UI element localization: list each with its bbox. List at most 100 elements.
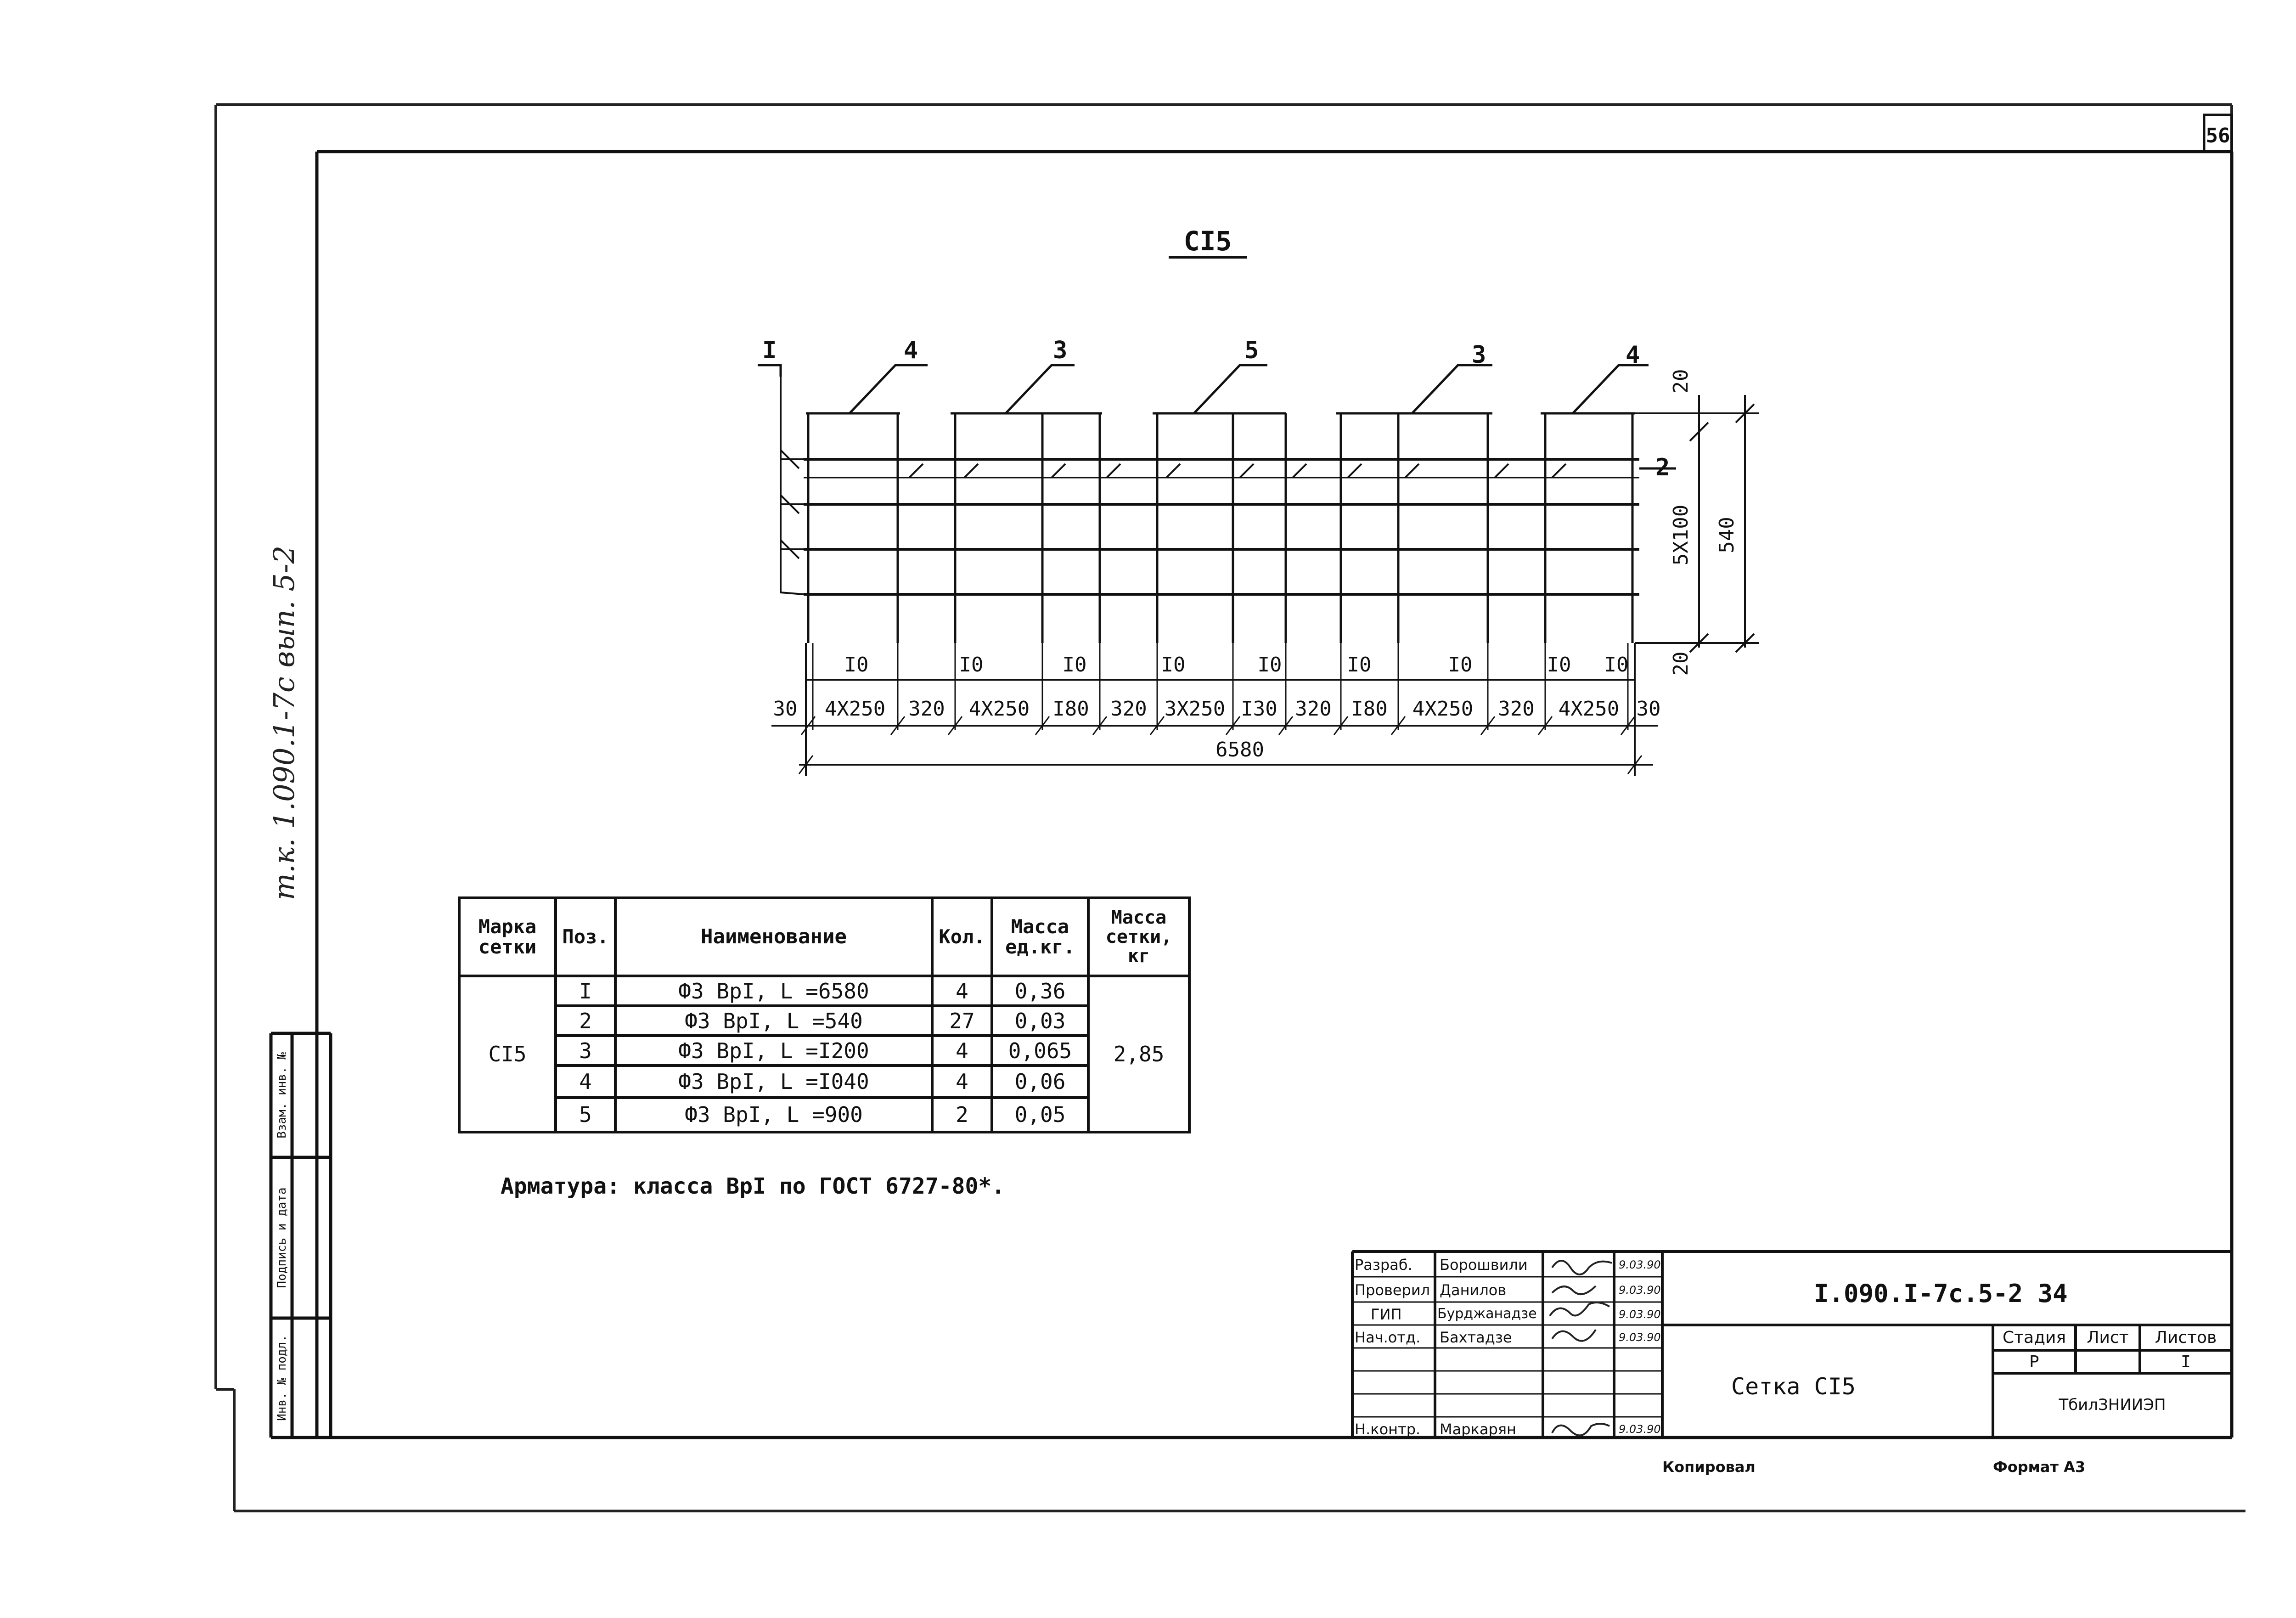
dim-text: I80 [1052, 697, 1089, 721]
format-label: Формат А3 [1993, 1458, 2086, 1476]
row-pos: I [579, 978, 592, 1003]
sheet-value [2077, 1352, 2138, 1372]
i10-label: I0 [959, 653, 984, 677]
side-dimension-lines [1635, 395, 1759, 653]
row-qty: 27 [949, 1008, 975, 1033]
stage-value: Р [2029, 1352, 2039, 1371]
dim-text: 30 [1637, 697, 1661, 721]
stamp-label-inv: Инв. № подл. [275, 1335, 289, 1421]
callout-6: 4 [1626, 341, 1640, 369]
title-block-rows [1352, 1276, 1662, 1418]
row-mass: 0,05 [1014, 1102, 1066, 1128]
row-mass: 0,36 [1014, 978, 1066, 1003]
i10-label: I0 [844, 653, 869, 677]
sheet-name: Сетка СI5 [1731, 1373, 1856, 1400]
dim-text: 4Х250 [969, 697, 1030, 721]
dim-text: 320 [1110, 697, 1147, 721]
row-mass: 0,065 [1008, 1038, 1072, 1063]
dim-text: 4Х250 [1412, 697, 1473, 721]
callout-2: 4 [904, 337, 918, 364]
outer-frame [214, 103, 2245, 1512]
row-qty: 4 [956, 1069, 968, 1094]
i10-label: I0 [1347, 653, 1372, 677]
callout-5: 3 [1472, 341, 1486, 369]
tb-role: ГИП [1371, 1306, 1402, 1323]
callout-7: 2 [1655, 454, 1670, 481]
tb-role: Разраб. [1355, 1256, 1412, 1274]
sheets-value: I [2181, 1352, 2191, 1371]
row-name: Ф3 ВрI, L =I040 [678, 1069, 869, 1094]
side-dim-middle: 5Х100 [1669, 505, 1693, 565]
row-mass: 0,06 [1014, 1069, 1066, 1094]
reinforcement-note: Арматура: класса ВрI по ГОСТ 6727-80*. [501, 1173, 1005, 1199]
row-name: Ф3 ВрI, L =540 [685, 1008, 863, 1033]
tb-date: 9.03.90 [1619, 1423, 1661, 1436]
i10-label: I0 [1448, 653, 1473, 677]
inner-frame [269, 150, 2234, 1439]
tb-role: Проверил [1355, 1281, 1430, 1299]
callout-3: 3 [1053, 337, 1067, 364]
side-dim-bottom: 20 [1669, 652, 1693, 676]
tb-date: 9.03.90 [1619, 1284, 1661, 1297]
row-qty: 4 [956, 978, 968, 1003]
signatures [1549, 1260, 1612, 1437]
dim-text: 4Х250 [1559, 697, 1619, 721]
dim-text: I30 [1241, 697, 1277, 721]
row-pos: 3 [579, 1038, 592, 1063]
stamp-label-sign: Подпись и дата [275, 1187, 289, 1288]
i10-label: I0 [1063, 653, 1087, 677]
side-dim-total: 540 [1715, 517, 1739, 553]
callout-leaders [758, 364, 1676, 470]
tb-date: 9.03.90 [1619, 1331, 1661, 1344]
longitudinal-bars [804, 458, 1639, 596]
row-qty: 4 [956, 1038, 968, 1063]
header-qty: Кол. [939, 925, 985, 948]
i10-label: I0 [1604, 653, 1629, 677]
spec-table-grid [458, 896, 1191, 1133]
i10-label: I0 [1161, 653, 1186, 677]
tb-role: Н.контр. [1355, 1421, 1421, 1438]
tb-name: Бурджанадзе [1437, 1306, 1537, 1322]
i10-label: I0 [1258, 653, 1282, 677]
row-pos: 4 [579, 1069, 592, 1094]
tb-name: Данилов [1440, 1281, 1507, 1299]
overall-length: 6580 [1216, 738, 1264, 761]
copied-label: Копировал [1662, 1458, 1756, 1476]
organization: ТбилЗНИИЭП [2059, 1396, 2166, 1415]
stamp-label-replace: Взам. инв. № [275, 1052, 289, 1139]
callout-1: I [762, 337, 777, 364]
header-unit-mass: Масса ед.кг. [1005, 915, 1075, 958]
side-code: т.к. 1.090.1-7с вып. 5-2 [267, 546, 301, 900]
row-pos: 2 [579, 1008, 592, 1033]
title-block-grid [1351, 1250, 2233, 1438]
header-mark: Марка сетки [478, 915, 537, 958]
i10-label: I0 [1547, 653, 1571, 677]
header-pos: Поз. [562, 925, 609, 948]
sheets-label: Листов [2155, 1328, 2217, 1347]
side-dim-top: 20 [1669, 369, 1693, 394]
bottom-dimension-lines [771, 643, 1658, 776]
tb-name: Борошвили [1440, 1256, 1528, 1274]
mesh-drawing: I 4 3 5 3 4 2 20 5Х100 540 20 I0 I0 I0 I… [758, 337, 1759, 776]
page-number-box [2203, 113, 2233, 153]
dimension-ticks [798, 643, 1643, 774]
doc-code: I.090.I-7с.5-2 34 [1814, 1279, 2068, 1308]
tb-date: 9.03.90 [1619, 1258, 1661, 1271]
row-name: Ф3 ВрI, L =I200 [678, 1038, 869, 1063]
dim-text: 320 [908, 697, 945, 721]
mesh-total-mass: 2,85 [1113, 1041, 1165, 1066]
stage-label: Стадия [2002, 1328, 2066, 1347]
mesh-mark: СI5 [488, 1041, 527, 1066]
dim-text: 320 [1498, 697, 1534, 721]
tb-date: 9.03.90 [1619, 1308, 1661, 1321]
dim-text: 3Х250 [1165, 697, 1225, 721]
page-number: 56 [2206, 124, 2230, 147]
tb-role: Нач.отд. [1355, 1329, 1421, 1346]
row-mass: 0,03 [1014, 1008, 1066, 1033]
dim-text: I80 [1351, 697, 1387, 721]
drawing-title: СI5 [1184, 226, 1232, 257]
dim-text: 320 [1295, 697, 1331, 721]
header-mesh-mass: Масса сетки, кг [1105, 907, 1172, 967]
row-pos: 5 [579, 1102, 592, 1128]
